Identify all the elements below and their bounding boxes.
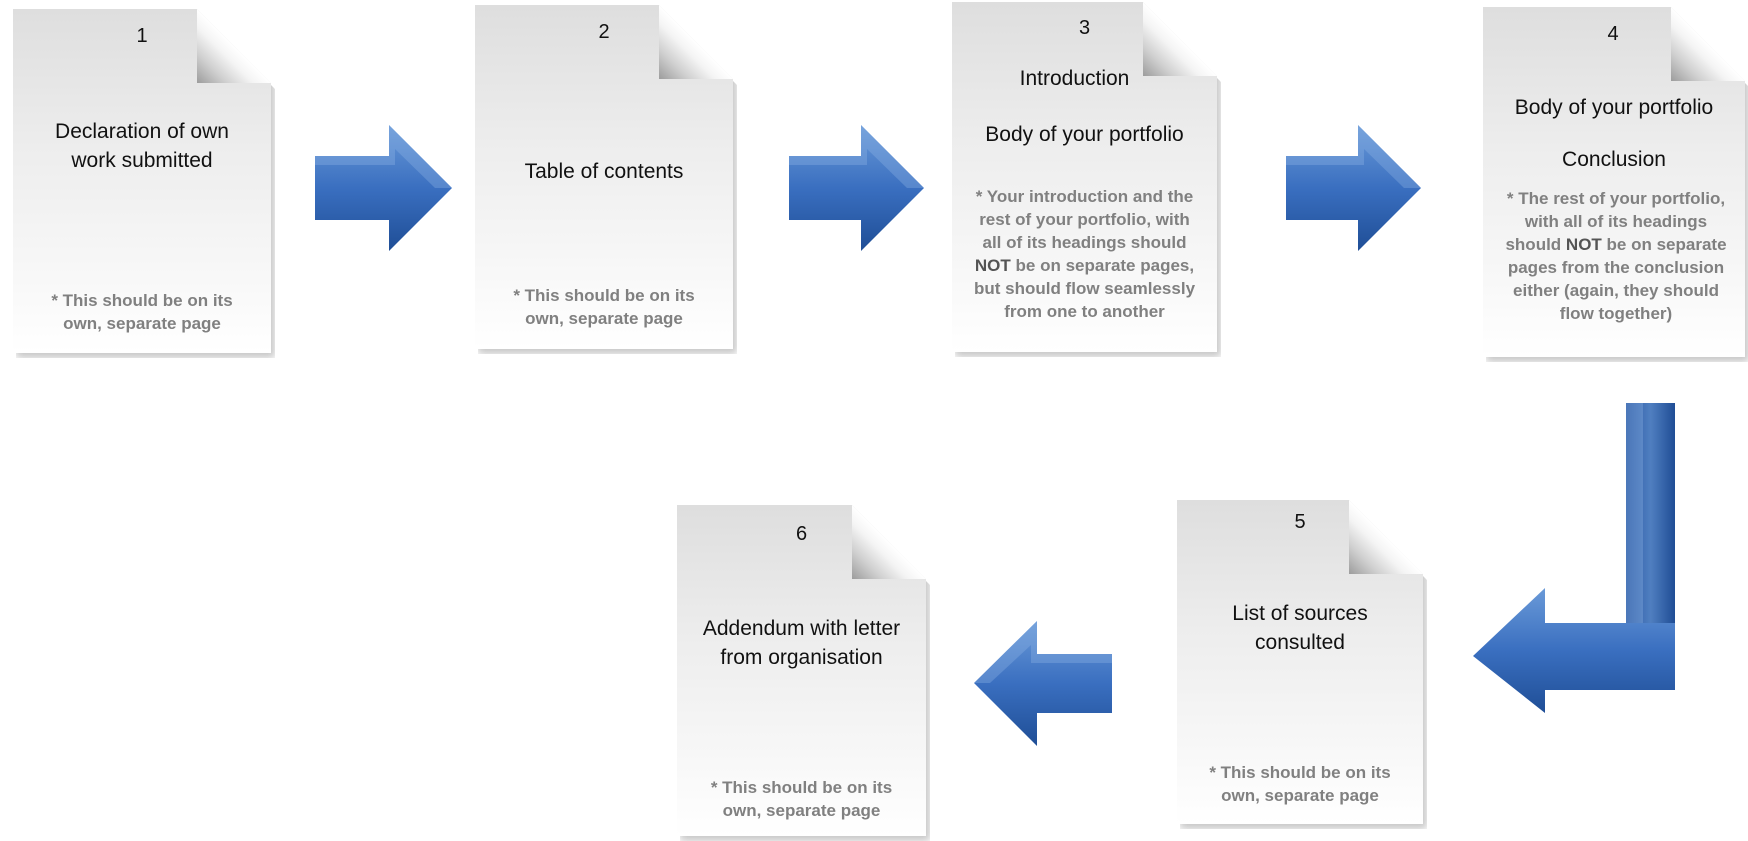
right-arrow-icon-2 [789,125,924,251]
page-number: 5 [1294,511,1306,533]
page-title: Declaration of own work submitted [55,120,229,172]
page-note: * This should be on its own, separate pa… [710,778,893,820]
page-2: 2 Table of contents * This should be on … [475,5,733,349]
page-number: 1 [136,25,148,47]
page-number: 3 [1078,17,1091,39]
page-note: * This should be on its own, separate pa… [513,286,695,328]
page-note: * This should be on its own, separate pa… [1209,763,1391,805]
page-title: Addendum with letter from organisation [702,617,901,669]
page-note: * Your introduction and the rest of your… [973,187,1196,321]
page-title: List of sources consulted [1232,602,1368,654]
page-4: 4 Body of your portfolio Conclusion * Th… [1483,7,1745,357]
page-number: 6 [795,523,808,545]
bent-down-left-arrow-icon [1473,403,1675,713]
page-3: 3 Introduction Body of your portfolio * … [952,2,1217,352]
left-arrow-icon [974,621,1112,746]
page-6: 6 Addendum with letter from organisation… [677,505,926,836]
page-title: Introduction [1019,67,1130,90]
page-number: 4 [1607,23,1619,45]
page-title: Conclusion [1562,148,1666,171]
page-1: 1 Declaration of own work submitted * Th… [13,9,271,353]
page-5: 5 List of sources consulted * This shoul… [1177,500,1423,824]
page-title: Body of your portfolio [1514,96,1714,119]
page-note: * The rest of your portfolio, with all o… [1505,189,1727,323]
right-arrow-icon-3 [1286,125,1421,251]
page-number: 2 [598,21,610,43]
page-title: Table of contents [524,160,684,183]
page-note: * This should be on its own, separate pa… [51,291,233,333]
page-title: Body of your portfolio [985,123,1184,146]
right-arrow-icon-1 [315,125,452,251]
